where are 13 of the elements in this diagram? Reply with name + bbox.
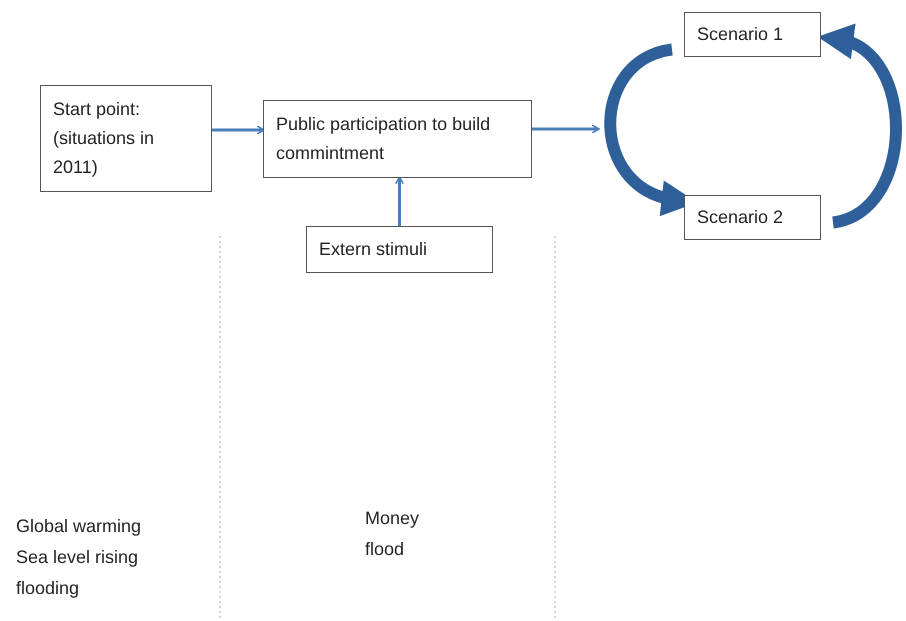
arrow <box>394 176 404 226</box>
note-text: Global warming <box>16 515 142 538</box>
process-box: Scenario 2 <box>684 195 821 240</box>
note-text: Money <box>365 507 420 530</box>
process-box: Public participation to build commintment <box>263 100 532 178</box>
note-text: Sea level rising <box>16 546 138 569</box>
arrow <box>532 124 600 134</box>
note-text: flooding <box>16 577 80 600</box>
process-box: Start point: (situations in 2011) <box>40 85 212 192</box>
arrow <box>212 125 265 135</box>
process-box: Extern stimuli <box>306 226 493 273</box>
process-box: Scenario 1 <box>684 12 821 57</box>
note-text: flood <box>365 538 404 561</box>
